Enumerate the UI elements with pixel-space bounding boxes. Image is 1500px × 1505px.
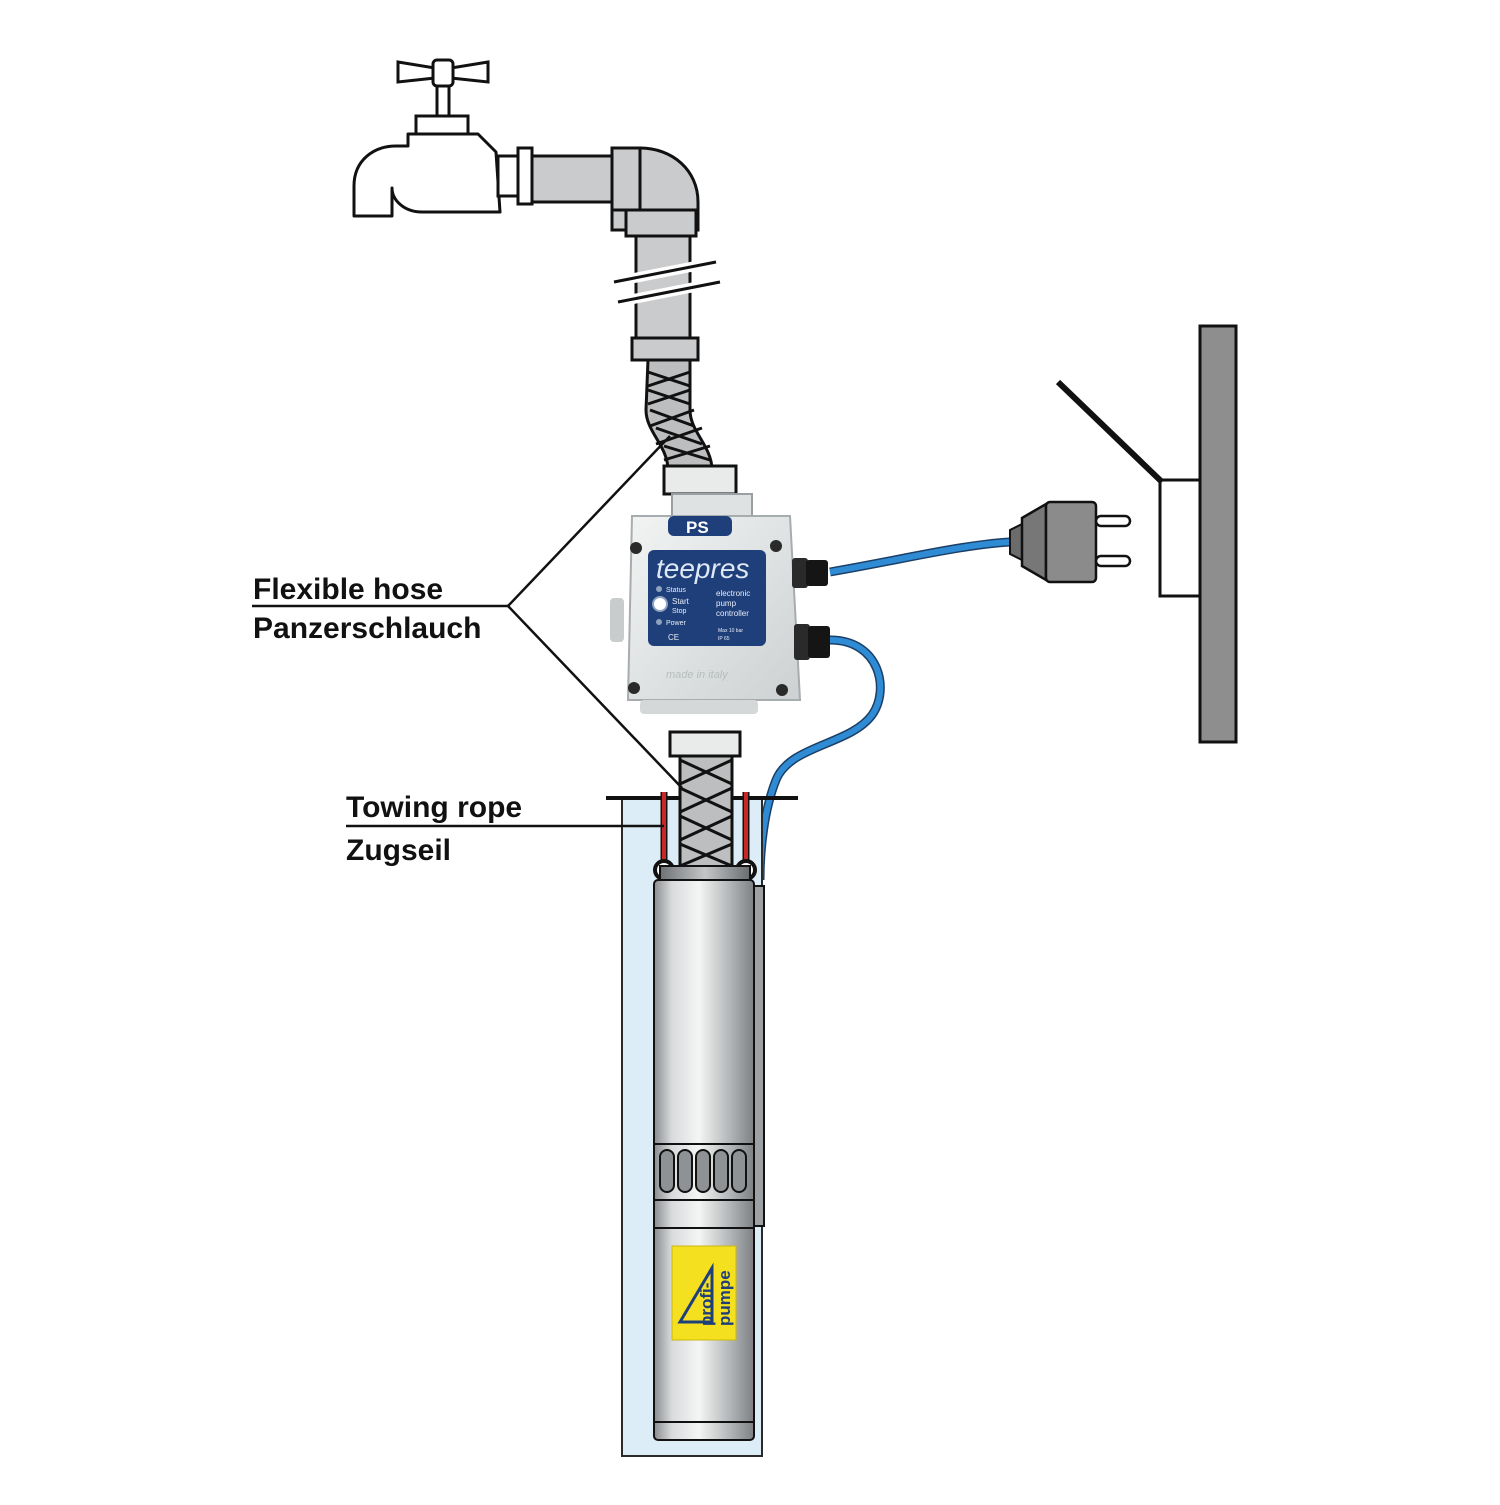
wall: [1198, 324, 1238, 744]
start-stop-button: [652, 596, 668, 612]
pump-label-line-1: profi-: [697, 1283, 716, 1326]
power-plug-icon: [1009, 500, 1132, 584]
brand-text: teepres: [656, 553, 749, 584]
faucet-icon: [352, 58, 534, 218]
desc-line-3: controller: [716, 609, 749, 618]
controller-label: [648, 550, 766, 646]
ps-badge: [668, 516, 732, 536]
wall-socket-icon: [1055, 379, 1202, 598]
flexible-hose-label-de: Panzerschlauch: [253, 612, 482, 645]
pump-label-line-2: pumpe: [715, 1270, 734, 1326]
pump-controller: PS teepres electronic pump controller St…: [610, 493, 830, 714]
start-text: Start: [672, 597, 690, 606]
status-text: Status: [666, 587, 686, 594]
towing-rope-label-en: Towing rope: [346, 791, 523, 824]
towing-rope-label-de: Zugseil: [346, 834, 452, 867]
supply-pipe: [530, 146, 721, 362]
flexible-hose-label-en: Flexible hose: [253, 573, 444, 606]
flexible-hose-callout-lines: [252, 435, 683, 789]
power-text: Power: [666, 620, 687, 627]
upper-flexible-hose: [644, 358, 738, 496]
submersible-pump: [653, 859, 765, 1441]
lower-flexible-hose: [668, 730, 742, 870]
stop-text: Stop: [672, 608, 687, 615]
ce-mark: CE: [668, 633, 679, 642]
desc-line-2: pump: [716, 599, 737, 608]
made-in-text: made in italy: [666, 669, 729, 681]
towing-rope: [660, 792, 750, 866]
max-pressure-text: Max 10 bar: [718, 628, 743, 634]
ip-rating-text: IP 65: [718, 636, 730, 642]
pump-brand-label: profi- pumpe: [671, 1245, 737, 1341]
ps-badge-text: PS: [686, 518, 709, 537]
desc-line-1: electronic: [716, 589, 750, 598]
